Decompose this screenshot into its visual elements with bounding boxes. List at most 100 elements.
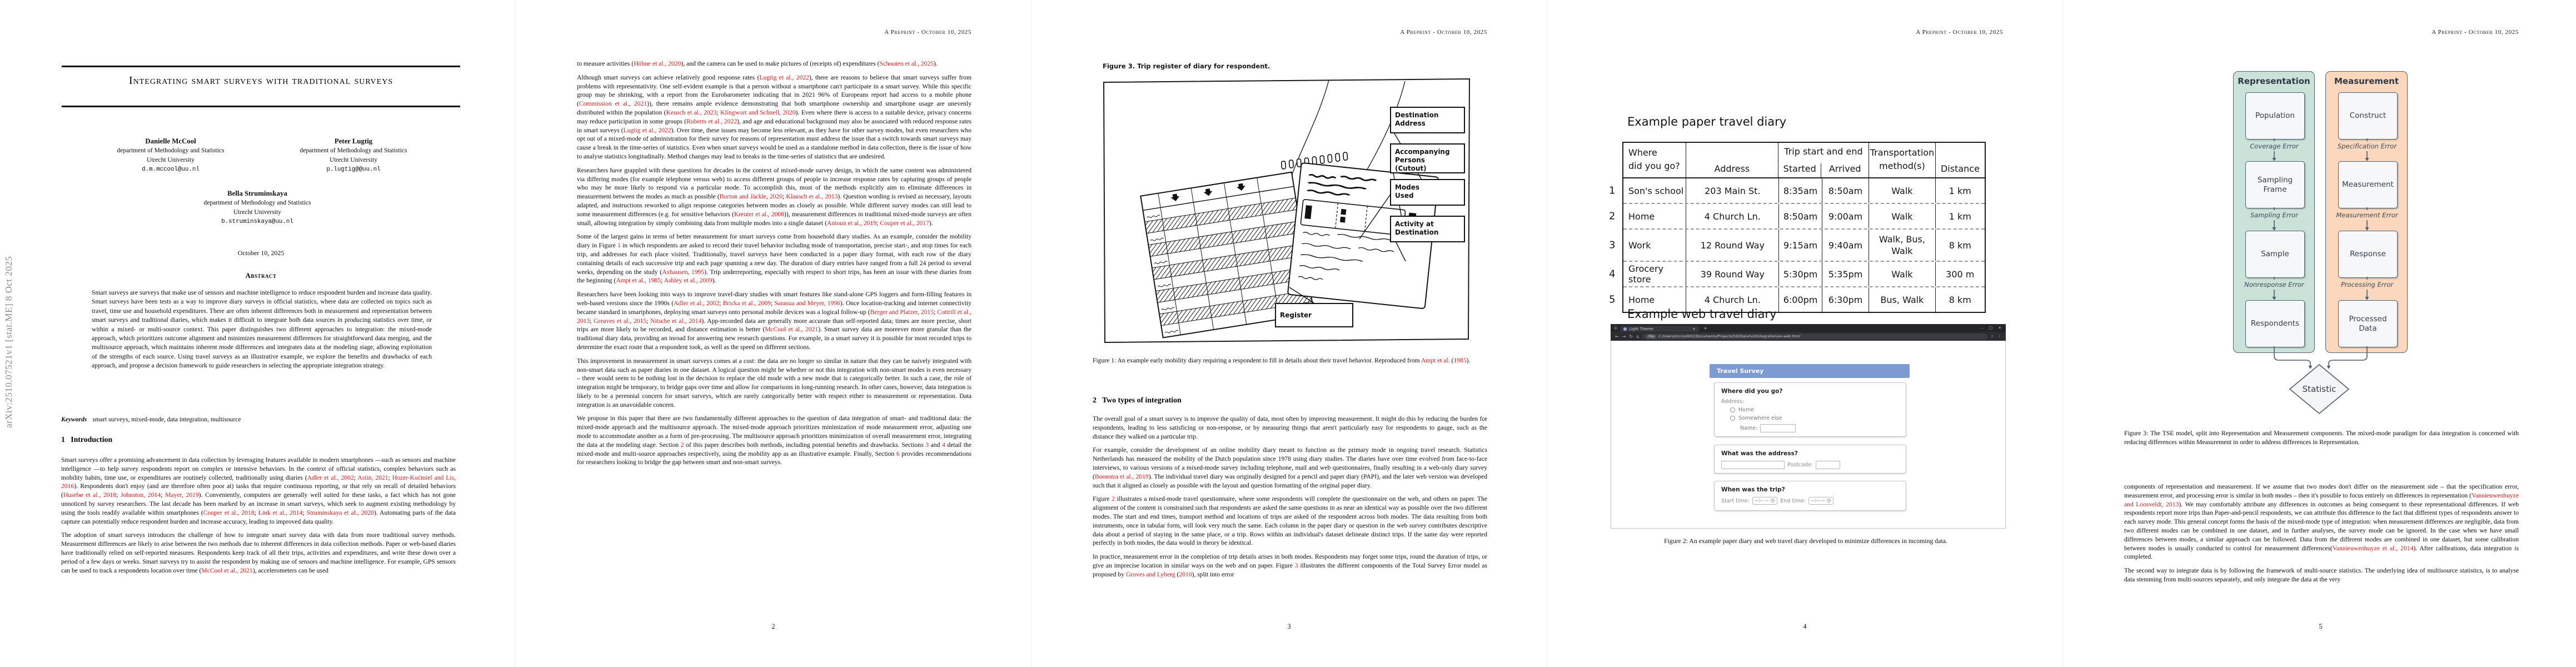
citation-link[interactable]: 2	[1111, 495, 1115, 503]
figure-label-modes-used: Modes Used	[1390, 179, 1465, 206]
citation-link[interactable]: 6	[896, 450, 900, 457]
column-header-trip: Trip start and end Started Arrived	[1778, 143, 1869, 177]
paragraph: We propose in this paper that there are …	[577, 415, 971, 466]
citation-link[interactable]: Groves and Lyberg	[1125, 570, 1175, 578]
citation-link[interactable]: 3	[925, 441, 929, 449]
label-sampling-error: Sampling Error	[2250, 211, 2298, 219]
citation-link[interactable]: Adler et al., 2002	[307, 474, 354, 481]
citation-link[interactable]: 3	[1294, 561, 1298, 569]
column-header-address: Address	[1714, 163, 1750, 174]
citation-link[interactable]: Boonstra et al., 2019	[1094, 472, 1149, 480]
scanned-figure-caption: Figure 3. Trip register of diary for res…	[1103, 62, 1270, 70]
paragraph: For example, consider the development of…	[1093, 446, 1487, 489]
back-icon[interactable]: ←	[1615, 334, 1619, 339]
start-time-label: Start time:	[1721, 497, 1750, 504]
citation-link[interactable]: Vannieuwenhuyze and Loosveldt, 2013	[2124, 491, 2519, 508]
mobility-diary-figure: Destination Address Accompanying Persons…	[1098, 72, 1476, 346]
citation-link[interactable]: Ampt et al.	[1421, 357, 1450, 364]
box-sample: Sample	[2245, 231, 2305, 278]
citation-link[interactable]: Astin, 2021	[357, 474, 388, 481]
author-email[interactable]: b.struminskaya@uu.nl	[221, 218, 293, 225]
citation-link[interactable]: Link et al., 2014	[258, 509, 303, 516]
close-window-icon[interactable]: ✕	[1998, 326, 2001, 330]
end-time-input[interactable]: --:-- -- ◷	[1808, 497, 1834, 505]
radio-home-label: Home	[1738, 407, 1755, 413]
citation-link[interactable]: Lugtig et al., 2022	[759, 73, 809, 81]
url-field[interactable]: File C:/Users/mccool002/Documents/Projec…	[1642, 333, 1987, 340]
author-email[interactable]: d.m.mccool@uu.nl	[142, 166, 200, 173]
citation-link[interactable]: Commission et al., 2021	[579, 100, 647, 108]
citation-link[interactable]: Antoun et al., 2019	[826, 219, 877, 227]
paragraph: Smart surveys offer a promising advancem…	[61, 456, 456, 525]
citation-link[interactable]: 2	[680, 441, 684, 449]
citation-link[interactable]: Schouten et al., 2025	[879, 60, 934, 67]
menu-kebab-icon[interactable]: ⋮	[1997, 334, 2001, 339]
radio-somewhere-else[interactable]	[1730, 416, 1735, 421]
arxiv-sidebar-label: arXiv:2510.07521v1 [stat.ME] 8 Oct 2025	[3, 256, 14, 428]
citation-link[interactable]: 4	[942, 441, 945, 449]
browser-tab-bar: ⌄ Light Theme × + – □ ✕	[1611, 324, 2006, 332]
close-tab-icon[interactable]: ×	[1692, 326, 1696, 331]
citation-link[interactable]: Nitsche et al., 2014	[650, 317, 702, 325]
home-icon[interactable]: ⌂	[1636, 334, 1640, 339]
forward-icon[interactable]: →	[1622, 334, 1626, 339]
bookmark-star-icon[interactable]: ☆	[1990, 334, 1994, 339]
citation-link[interactable]: Cottrill et al., 2013	[577, 308, 971, 325]
citation-link[interactable]: Ashley et al., 2009	[664, 277, 712, 285]
citation-link[interactable]: 1985	[1453, 357, 1467, 364]
citation-link[interactable]: Höhne et al., 2020	[634, 60, 681, 67]
citation-link[interactable]: Axhausen, 1995	[662, 268, 705, 276]
citation-link[interactable]: 1	[617, 242, 621, 250]
table-row: 2 Home 4 Church Ln. 8:50am 9:00am Walk 1…	[1609, 203, 1985, 228]
citation-link[interactable]: Couper et al., 2017	[880, 219, 929, 227]
citation-link[interactable]: Struminskaya et al., 2020	[306, 509, 374, 516]
radio-home[interactable]	[1730, 407, 1735, 412]
citation-link[interactable]: McCool et al., 2021	[201, 566, 253, 574]
column-header-transportation: Transportation method(s)	[1869, 143, 1936, 177]
citation-link[interactable]: Lugtig et al., 2022	[623, 126, 671, 134]
introduction-paragraphs: Smart surveys offer a promising advancem…	[61, 456, 456, 580]
citation-link[interactable]: Adler et al., 2002	[674, 299, 719, 307]
citation-link[interactable]: Burton and Jäckle, 2020	[719, 193, 783, 201]
street-address-input[interactable]	[1721, 461, 1785, 469]
citation-link[interactable]: Johnston, 2014	[121, 491, 161, 499]
citation-link[interactable]: 2010	[1179, 570, 1192, 578]
citation-link[interactable]: Bricka et al., 2009	[723, 299, 771, 307]
address-label: Address:	[1721, 399, 1745, 405]
citation-link[interactable]: Keusch et al., 2023	[666, 108, 717, 116]
citation-link[interactable]: Couper et al., 2018	[203, 509, 255, 516]
start-time-input[interactable]: --:-- -- ◷	[1752, 497, 1778, 505]
running-header: A Preprint - October 10, 2025	[1916, 29, 2003, 36]
figure-1-caption: Figure 1: An example early mobility diar…	[1093, 357, 1471, 364]
section-heading-introduction: 1 Introduction	[61, 435, 113, 444]
citation-link[interactable]: Husebø et al., 2018	[63, 491, 117, 499]
cell-distance: 8 km	[1949, 240, 1971, 251]
citation-link[interactable]: Roberts et al., 2022	[686, 117, 738, 125]
running-header: A Preprint - October 10, 2025	[2431, 29, 2519, 36]
citation-link[interactable]: Greaves et al., 2015	[594, 317, 647, 325]
citation-link[interactable]: McCool et al., 2021	[765, 326, 819, 334]
citation-link[interactable]: Mayer, 2019	[165, 491, 199, 499]
citation-link[interactable]: Sarasua and Meyer, 1996	[774, 299, 840, 307]
citation-link[interactable]: Klingwort and Schnell, 2020	[720, 108, 796, 116]
citation-link[interactable]: Klausch et al., 2013	[786, 193, 838, 201]
postcode-input[interactable]	[1816, 461, 1840, 469]
new-tab-icon[interactable]: +	[1703, 325, 1707, 331]
cell-started: 5:30pm	[1779, 262, 1822, 286]
tab-search-icon[interactable]: ⌄	[1613, 326, 1618, 330]
reload-icon[interactable]: ↻	[1629, 334, 1633, 339]
author-email[interactable]: p.lugtig@@uu.nl	[326, 166, 381, 173]
name-input[interactable]	[1760, 424, 1796, 432]
maximize-icon[interactable]: □	[1989, 326, 1993, 330]
column-header-distance: Distance	[1940, 163, 1980, 174]
citation-link[interactable]: Hozer-Koćmiel and Lis, 2016	[61, 474, 456, 490]
citation-link[interactable]: Vannieuwenhuyze et al., 2014	[2332, 544, 2414, 552]
tab-title: Light Theme	[1629, 326, 1653, 331]
paragraph: Researchers have grappled with these que…	[577, 166, 972, 227]
citation-link[interactable]: Berger and Platzer, 2015	[870, 308, 934, 316]
browser-tab[interactable]: Light Theme ×	[1620, 326, 1699, 332]
citation-link[interactable]: Kreuter et al., 2008	[734, 210, 785, 218]
paper-title: Integrating smart surveys with tradition…	[128, 74, 393, 87]
minimize-icon[interactable]: –	[1981, 326, 1984, 330]
citation-link[interactable]: Ampt et al., 1985	[616, 277, 661, 285]
